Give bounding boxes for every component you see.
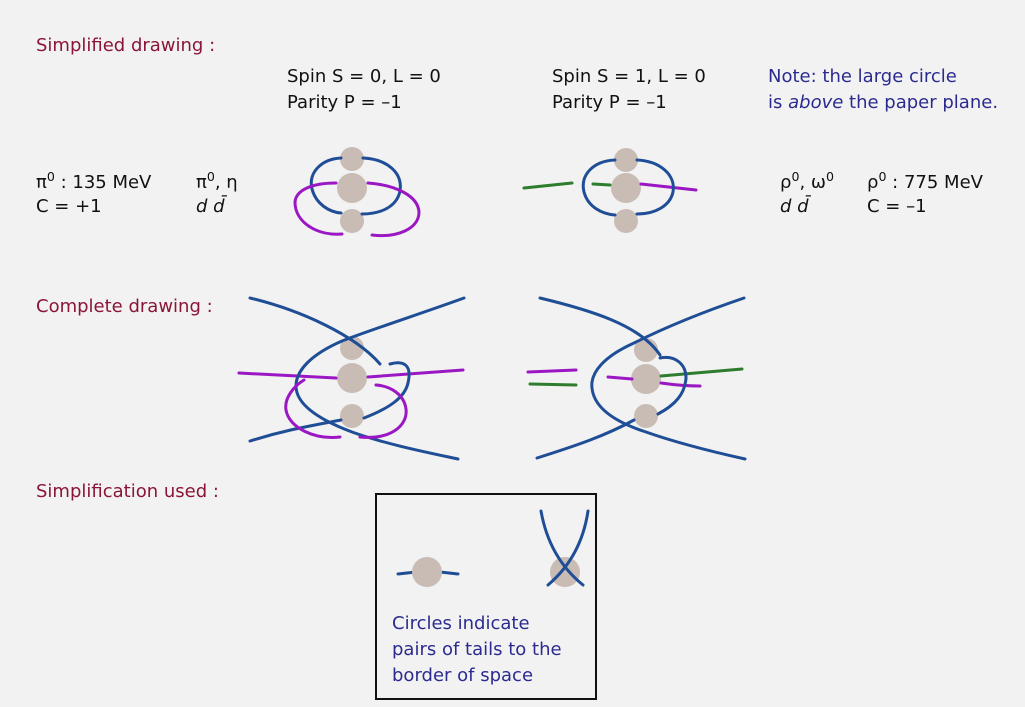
note-emphasis: above: [788, 92, 844, 113]
purple-strand: [606, 375, 634, 381]
blue-strand: [538, 296, 662, 357]
green-strand: [528, 382, 578, 387]
section-simplification-heading: Simplification used :: [36, 481, 219, 502]
blue-loop: [635, 158, 675, 216]
complete-left-tangle: [237, 296, 466, 461]
tail-circle: [412, 557, 442, 587]
right-spin-label: Spin S = 1, L = 0: [552, 66, 706, 87]
crossing-tail: [546, 509, 590, 587]
right-parity-label: Parity P = –1: [552, 92, 667, 113]
blue-loop: [581, 158, 617, 217]
bottom-tail-circle: [340, 209, 364, 233]
purple-strand: [659, 381, 702, 388]
green-strand: [522, 181, 574, 190]
blue-strand: [248, 296, 382, 366]
green-strand: [659, 367, 744, 378]
complete-right-tangle: [526, 296, 747, 461]
note-line-1: Note: the large circle: [768, 66, 957, 87]
section-complete-heading: Complete drawing :: [36, 296, 213, 317]
blue-strand: [590, 296, 747, 461]
simplified-right-tangle: [522, 148, 698, 233]
right-c-parity: C = –1: [867, 196, 927, 217]
green-strand: [591, 182, 612, 187]
right-quark-content: d d̄: [780, 196, 809, 217]
purple-strand: [293, 181, 344, 236]
left-quark-content: d d̄: [196, 196, 225, 217]
section-simplified-heading: Simplified drawing :: [36, 35, 216, 56]
blue-strand: [248, 418, 343, 443]
legend-crossing-tails-icon: [539, 509, 590, 587]
bottom-tail-circle: [340, 404, 364, 428]
simplification-legend-box: [375, 493, 597, 700]
purple-strand: [366, 181, 421, 238]
tail-circle: [550, 557, 580, 587]
left-parity-label: Parity P = –1: [287, 92, 402, 113]
legend-tail-pair-icon: [396, 557, 460, 587]
left-c-parity: C = +1: [36, 196, 102, 217]
blue-strand: [656, 355, 688, 416]
left-particle-symbols: π0, η: [196, 169, 238, 193]
legend-caption-line-1: Circles indicate: [392, 613, 530, 634]
blue-strand: [362, 361, 411, 420]
blue-loop: [309, 156, 343, 215]
purple-strand: [366, 368, 465, 379]
note-line-2: is above the paper plane.: [768, 92, 999, 113]
short-tail-right: [438, 570, 460, 576]
blue-strand: [535, 418, 636, 460]
purple-strand: [237, 371, 338, 380]
crossing-tail: [539, 509, 585, 587]
large-tail-circle: [337, 173, 367, 203]
bottom-tail-circle: [634, 404, 658, 428]
legend-caption-line-3: border of space: [392, 665, 534, 686]
purple-strand: [526, 368, 578, 374]
left-spin-label: Spin S = 0, L = 0: [287, 66, 441, 87]
right-particle-symbols: ρ0, ω0: [780, 169, 834, 193]
purple-strand: [284, 378, 342, 439]
top-tail-circle: [340, 336, 364, 360]
legend-caption-line-2: pairs of tails to the: [392, 639, 562, 660]
simplified-left-tangle: [293, 147, 421, 238]
bottom-tail-circle: [614, 209, 638, 233]
left-particle-mass: π0 : 135 MeV: [36, 169, 152, 193]
purple-strand: [358, 383, 408, 439]
legend-caption: Circles indicate pairs of tails to the b…: [392, 611, 562, 689]
purple-strand: [639, 182, 698, 192]
top-tail-circle: [614, 148, 638, 172]
top-tail-circle: [340, 147, 364, 171]
large-tail-circle: [631, 364, 661, 394]
large-tail-circle: [337, 363, 367, 393]
large-tail-circle: [611, 173, 641, 203]
right-particle-mass: ρ0 : 775 MeV: [867, 169, 983, 193]
